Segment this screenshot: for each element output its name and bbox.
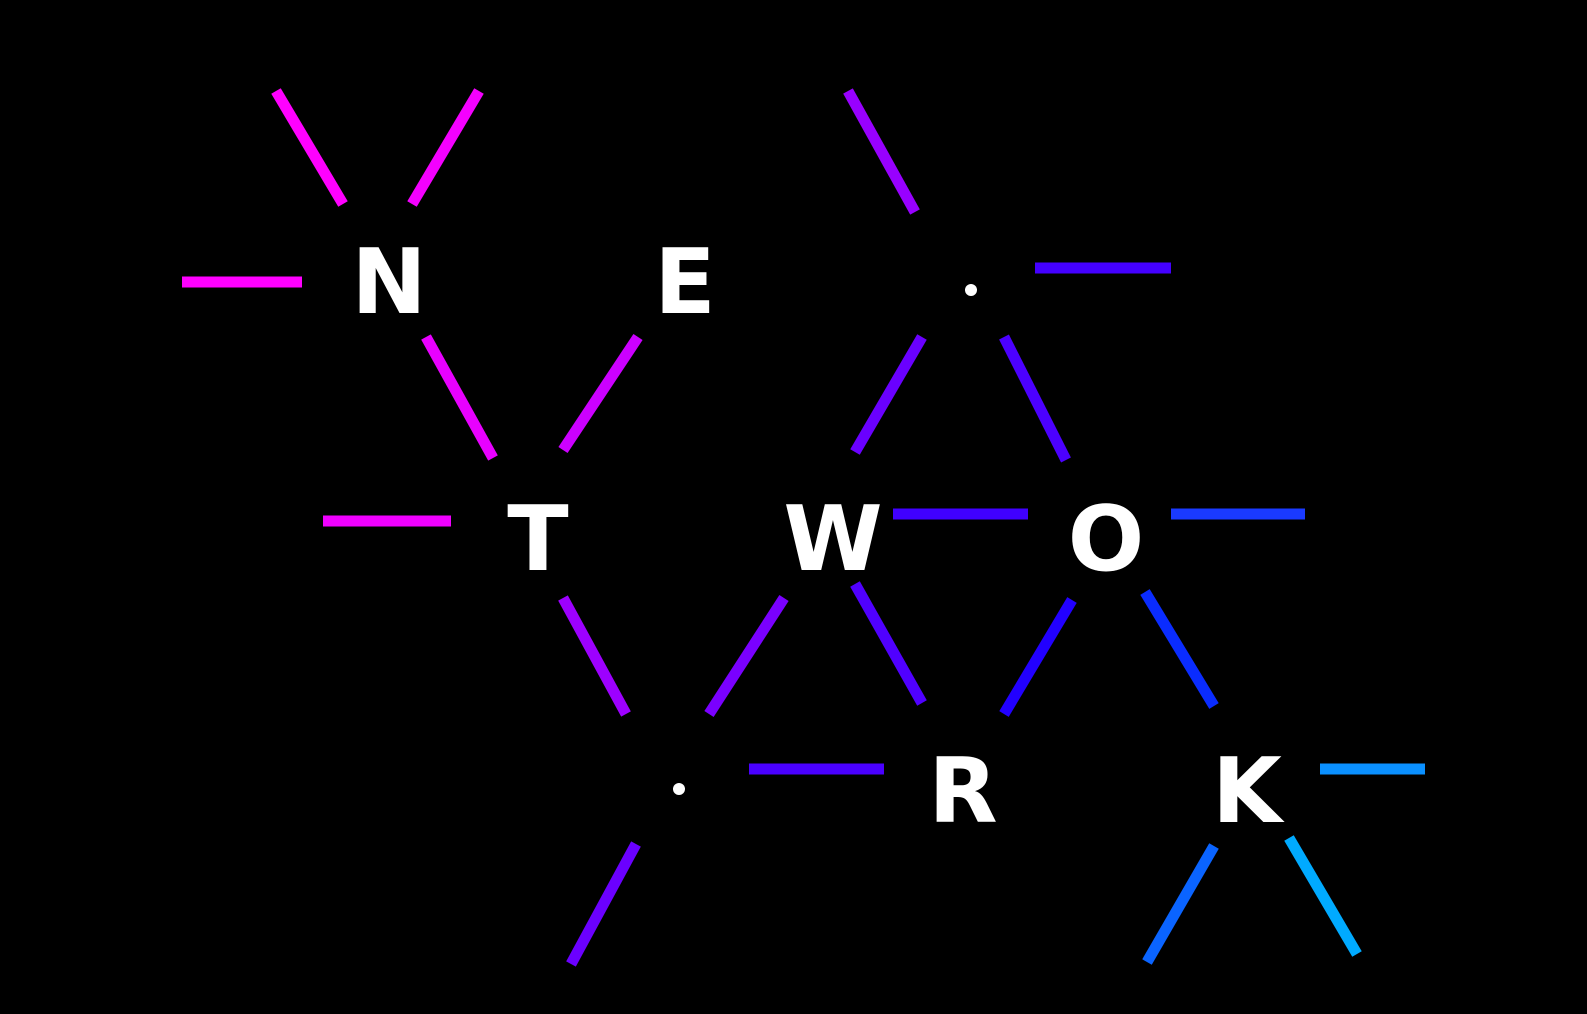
edge-dot-o (999, 334, 1071, 463)
node-letter-k: K (1212, 739, 1285, 844)
edge-dot-w (850, 334, 927, 455)
edge-w-dot (704, 595, 789, 717)
node-letter-n: N (351, 230, 426, 335)
edge-k-lower-right (1284, 835, 1362, 957)
node-letter-w: W (783, 487, 882, 592)
edge-w-r (850, 581, 927, 706)
edge-t-dot (558, 595, 631, 717)
node-letter-r: R (928, 739, 997, 844)
node-letter-t: T (507, 487, 568, 592)
edge-e-t (558, 333, 643, 454)
node-letter-e: E (654, 230, 715, 335)
edge-n-upper-right (407, 88, 484, 207)
edge-dot-upper (843, 88, 920, 215)
edge-dot-bottom (566, 841, 641, 967)
node-letter-o: O (1068, 487, 1145, 592)
edge-n-upper-left (271, 88, 348, 207)
edge-n-t (421, 334, 498, 461)
edge-k-lower-left (1142, 843, 1219, 965)
edge-o-r (999, 597, 1077, 717)
edge-o-k (1140, 589, 1219, 709)
node-dot-upper (965, 284, 977, 296)
node-dot-lower (673, 783, 685, 795)
